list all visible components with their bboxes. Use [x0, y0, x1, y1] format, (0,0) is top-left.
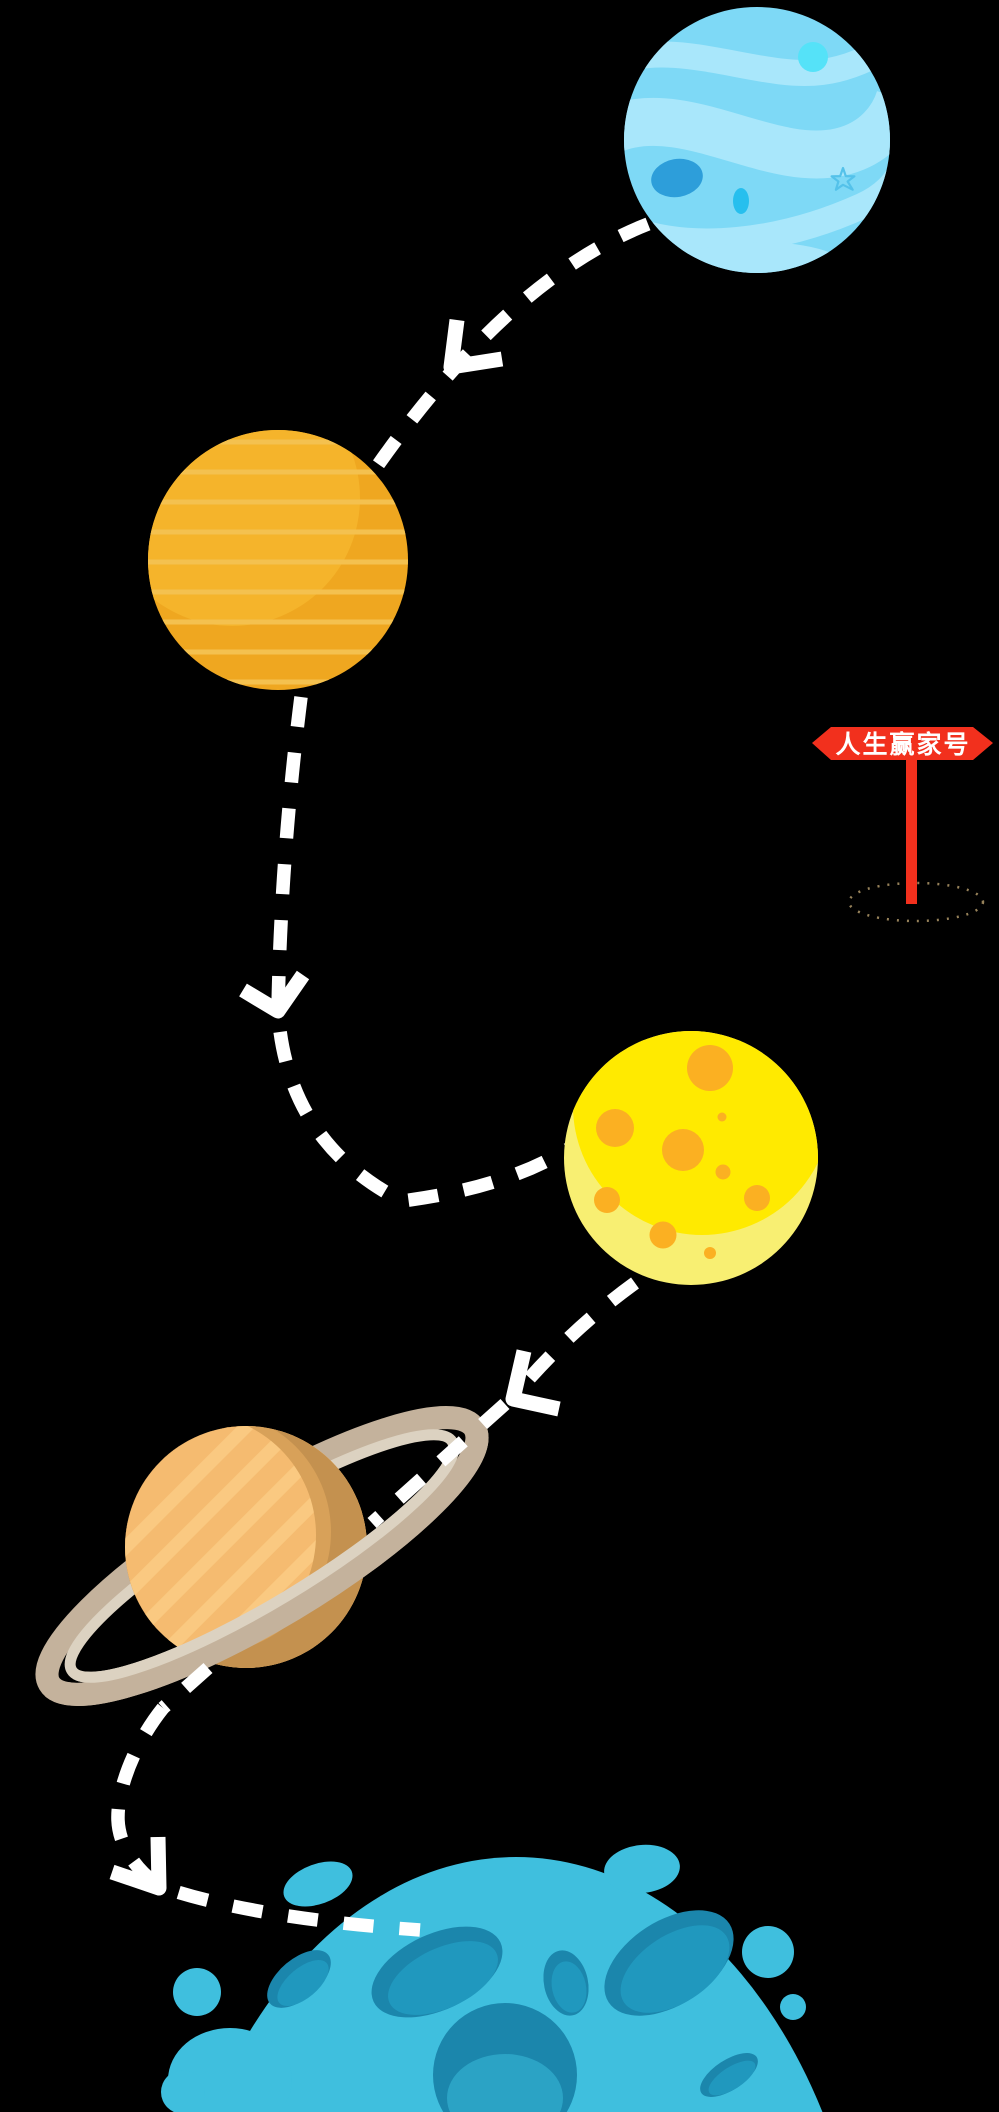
moon-crater: [604, 1910, 734, 2016]
yellow-crater: [594, 1187, 620, 1213]
signpost-label: 人生赢家号: [835, 730, 970, 759]
moon-crater: [433, 2003, 577, 2112]
blue-spot-dark: [651, 158, 703, 198]
signpost[interactable]: 人生赢家号: [812, 727, 993, 923]
route-segment-2: [271, 696, 572, 1208]
moon-crater: [700, 2053, 758, 2097]
route-arrow-3: [505, 1349, 561, 1417]
moon-knob: [780, 1994, 806, 2020]
signpost-banner[interactable]: [812, 727, 993, 760]
moon-knob: [161, 2070, 205, 2112]
planet-saturn[interactable]: [17, 1374, 506, 1737]
yellow-crater: [662, 1129, 704, 1171]
planet-blue-striped[interactable]: [616, 6, 900, 302]
moon-crater: [371, 1926, 503, 2018]
blue-spot-cyan: [798, 42, 828, 72]
blue-band-middle: [624, 90, 890, 179]
orange-planet-highlight: [148, 430, 360, 626]
moon-crater: [543, 1950, 589, 2016]
yellow-crater: [687, 1045, 733, 1091]
planet-yellow-cratered[interactable]: [563, 977, 831, 1286]
moon-knob: [604, 1844, 680, 1894]
moon-knob: [173, 1968, 221, 2016]
blue-spot-small: [733, 188, 749, 214]
route-segment-4a: [367, 1398, 510, 1529]
moon-crater: [267, 1950, 331, 2008]
route-arrow-1: [443, 319, 504, 375]
route-arrow-4: [109, 1836, 167, 1896]
yellow-crater: [596, 1109, 634, 1147]
yellow-crater: [717, 1112, 727, 1122]
route-segment-5: [111, 1703, 421, 1937]
yellow-crater: [649, 1221, 677, 1249]
moon-knob: [742, 1926, 794, 1978]
moon-knob: [283, 1861, 353, 1907]
blue-band-bottom: [668, 242, 852, 273]
route-segment-3: [508, 1277, 639, 1401]
saturn-stripe: [125, 1426, 304, 1605]
yellow-crater: [744, 1185, 770, 1211]
star-outline-icon: [830, 166, 856, 191]
route-segment-1: [372, 217, 651, 469]
yellow-crater: [704, 1247, 716, 1259]
signpost-pole: [906, 758, 917, 904]
route-segment-4b: [158, 1662, 213, 1714]
planet-orange-striped[interactable]: [104, 370, 416, 691]
route-arrow-2: [239, 970, 310, 1019]
planet-moon-bumpy[interactable]: [161, 1841, 871, 2112]
yellow-crater: [715, 1164, 731, 1180]
